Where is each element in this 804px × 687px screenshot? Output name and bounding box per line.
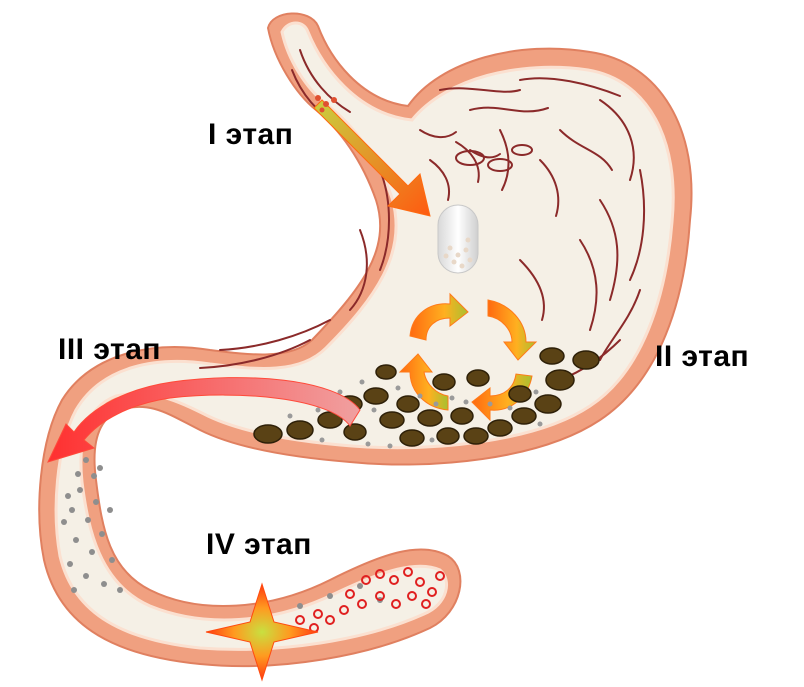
capsule [438,205,478,273]
capsule-body [438,205,478,273]
stage1-label: I этап [208,118,293,152]
stage2-label: II этап [655,340,749,374]
stage3-label: III этап [58,333,161,367]
stage4-label: IV этап [206,528,312,562]
